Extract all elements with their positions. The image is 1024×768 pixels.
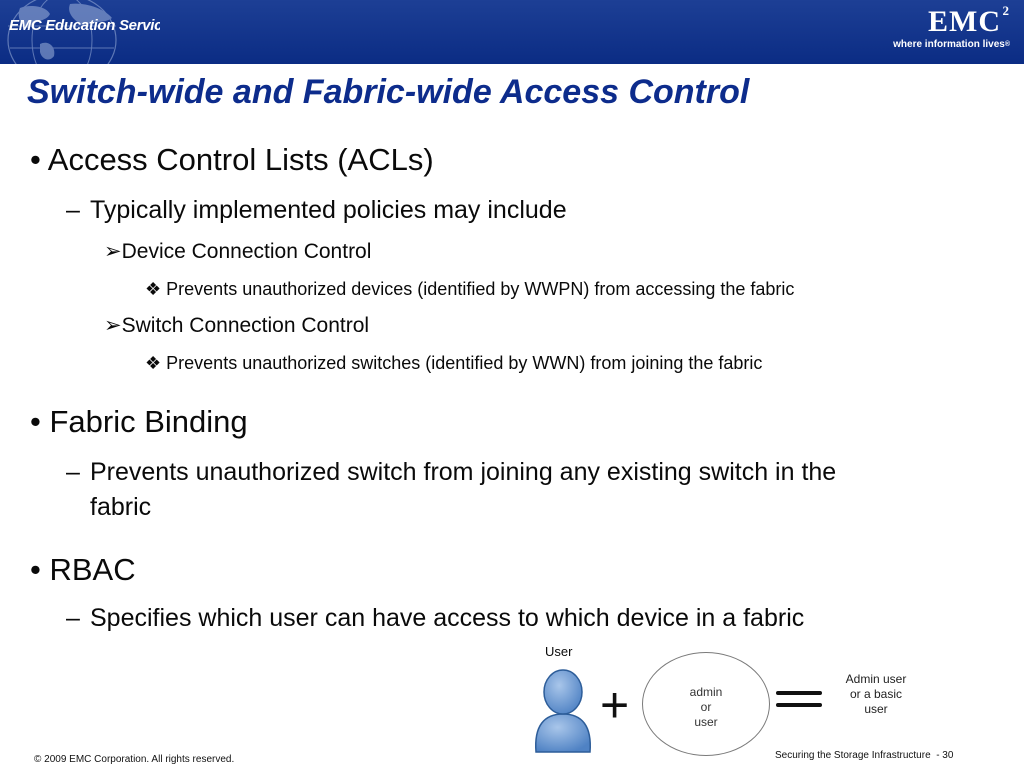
- bullet-text: Access Control Lists (ACLs): [47, 142, 434, 177]
- detail-device-connection: ❖ Prevents unauthorized devices (identif…: [145, 279, 794, 300]
- emc-tagline-mark: ®: [1004, 41, 1010, 48]
- item-text: Switch Connection Control: [121, 314, 370, 337]
- globe-icon: [7, 0, 117, 64]
- bullet-rbac: • RBAC: [30, 552, 136, 588]
- sub-bullet-text: Prevents unauthorized switch from joinin…: [90, 458, 837, 486]
- rbac-diagram: User + admin or user Admin user or a bas…: [530, 640, 930, 760]
- sub-bullet-rbac: –Specifies which user can have access to…: [66, 604, 804, 633]
- sub-bullet-text: Typically implemented policies may inclu…: [90, 196, 567, 224]
- role-text: admin or user: [643, 685, 769, 730]
- sub-bullet-fabric-binding: –Prevents unauthorized switch from joini…: [66, 458, 836, 487]
- sub-bullet-text: fabric: [90, 493, 152, 521]
- emc-superscript: 2: [1002, 3, 1010, 18]
- course-name: Securing the Storage Infrastructure: [775, 750, 931, 761]
- detail-switch-connection: ❖ Prevents unauthorized switches (identi…: [145, 353, 762, 374]
- role-circle: admin or user: [642, 652, 770, 756]
- course-footer: Securing the Storage Infrastructure - 30: [775, 750, 953, 761]
- bullet-marker: •: [30, 552, 41, 587]
- sub-bullet-policies: –Typically implemented policies may incl…: [66, 196, 567, 225]
- item-text: Device Connection Control: [121, 240, 372, 263]
- bullet-text: Fabric Binding: [49, 404, 248, 439]
- diamond-bullet-icon: ❖: [145, 279, 162, 299]
- plus-symbol: +: [600, 677, 630, 733]
- item-device-connection-control: ➢Device Connection Control: [104, 239, 371, 264]
- emc-tagline-text: where information lives: [893, 39, 1005, 50]
- role-line: admin: [689, 685, 723, 699]
- bullet-marker: •: [30, 404, 41, 439]
- detail-text: Prevents unauthorized devices (identifie…: [166, 279, 795, 299]
- page-number: - 30: [936, 750, 954, 761]
- bullet-marker: •: [30, 142, 41, 177]
- user-icon: [535, 669, 591, 753]
- education-services-logo: EMC Education Services: [0, 0, 160, 64]
- item-switch-connection-control: ➢Switch Connection Control: [104, 313, 369, 338]
- user-label: User: [545, 644, 573, 659]
- sub-bullet-fabric-binding-continued: fabric: [90, 493, 151, 522]
- role-line: user: [694, 715, 718, 729]
- dash-marker: –: [66, 604, 80, 632]
- arrow-bullet-icon: ➢: [104, 314, 122, 337]
- copyright-footer: © 2009 EMC Corporation. All rights reser…: [34, 754, 235, 765]
- result-line: user: [864, 702, 888, 716]
- result-line: Admin user: [845, 672, 907, 686]
- bullet-access-control-lists: • Access Control Lists (ACLs): [30, 142, 434, 178]
- sub-bullet-text: Specifies which user can have access to …: [90, 604, 805, 632]
- bullet-fabric-binding: • Fabric Binding: [30, 404, 248, 440]
- bullet-text: RBAC: [49, 552, 136, 587]
- diamond-bullet-icon: ❖: [145, 353, 162, 373]
- dash-marker: –: [66, 196, 80, 224]
- result-line: or a basic: [849, 687, 903, 701]
- equals-sign: [776, 688, 822, 710]
- detail-text: Prevents unauthorized switches (identifi…: [166, 353, 763, 373]
- emc-name: EMC: [928, 5, 1001, 38]
- emc-tagline: where information lives®: [890, 39, 1010, 51]
- arrow-bullet-icon: ➢: [104, 240, 122, 263]
- result-text: Admin user or a basic user: [830, 672, 922, 717]
- education-services-text: EMC Education Services: [9, 17, 160, 34]
- dash-marker: –: [66, 458, 80, 486]
- slide-title: Switch-wide and Fabric-wide Access Contr…: [27, 73, 750, 111]
- role-line: or: [700, 700, 712, 714]
